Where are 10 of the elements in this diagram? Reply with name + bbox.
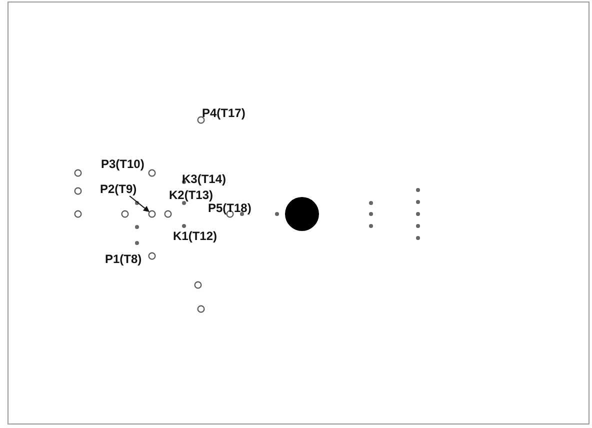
point-label: K3(T14) bbox=[182, 172, 226, 186]
point-label: K1(T12) bbox=[173, 229, 218, 243]
leader-line bbox=[129, 196, 150, 212]
point-label: P5(T18) bbox=[208, 201, 252, 215]
point-label: P2(T9) bbox=[100, 182, 137, 196]
point-label: P4(T17) bbox=[202, 106, 246, 120]
point-label: P3(T10) bbox=[101, 157, 144, 171]
point-label: P1(T8) bbox=[105, 252, 142, 266]
point-label: K2(T13) bbox=[169, 188, 214, 202]
marker-circle bbox=[148, 210, 156, 218]
